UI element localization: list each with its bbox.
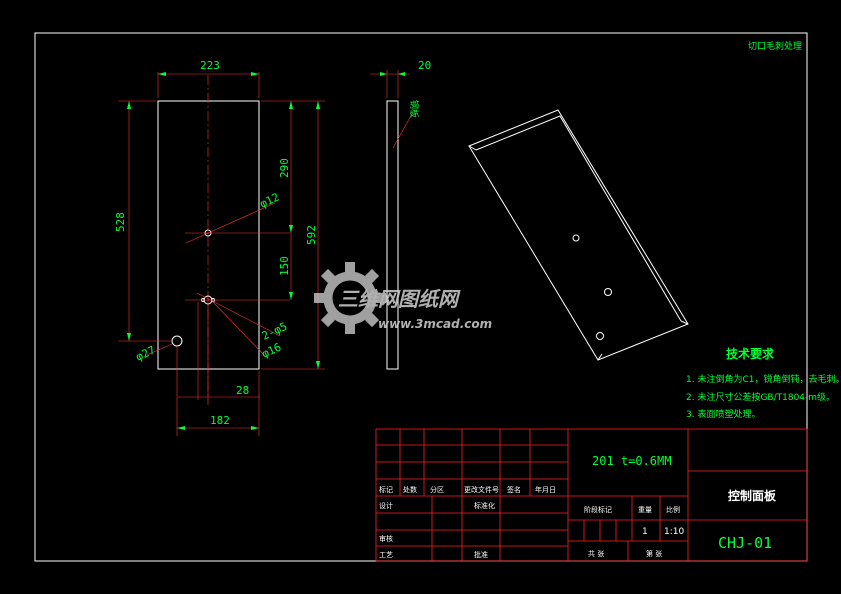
watermark-url: www.3mcad.com [378, 317, 492, 331]
tech-requirements: 技术要求 1. 未注倒角为C1，锐角倒钝，去毛刺。 2. 未注尺寸公差按GB/T… [686, 346, 841, 420]
dim-height-right: 592 [305, 225, 318, 245]
watermark-brand: 三维网图纸网 [338, 287, 461, 311]
watermark: 三维网图纸网 www.3mcad.com [314, 262, 492, 334]
dim-hole-top: φ12 [258, 191, 282, 211]
dim-side-thickness: 20 [418, 59, 431, 72]
dim-hole-left: φ27 [134, 344, 158, 364]
row-process: 工艺 [379, 551, 393, 559]
iso-hole-large [596, 332, 604, 340]
tech-item-3: 3. 表面喷塑处理。 [686, 408, 760, 420]
row-approve: 批准 [474, 550, 488, 559]
rev-header-zone: 分区 [430, 485, 444, 494]
dim-hole-center: φ16 [260, 341, 284, 361]
front-dim-arrows [127, 72, 320, 430]
row-design: 设计 [379, 501, 393, 510]
top-right-note: 切口毛刺处理 [748, 40, 802, 52]
title-material: 201 t=0.6MM [592, 454, 671, 468]
dim-height-left: 528 [114, 212, 127, 232]
title-block [375, 428, 808, 562]
quantity-value: 1 [642, 527, 648, 537]
dim-bottom-width: 182 [210, 414, 230, 427]
rev-header-date: 年月日 [535, 485, 556, 494]
dim-bottom-offset: 28 [236, 384, 249, 397]
dim-upper-segment: 290 [278, 158, 291, 178]
isometric-view [468, 109, 689, 361]
iso-hole-upper [572, 234, 580, 242]
scale-label: 比例 [666, 505, 680, 514]
rev-header-doc: 更改文件号 [464, 485, 499, 494]
tech-item-2: 2. 未注尺寸公差按GB/T1804-m级。 [686, 391, 835, 403]
tech-item-1: 1. 未注倒角为C1，锐角倒钝，去毛刺。 [686, 373, 841, 385]
sheets-total: 共 张 [588, 549, 604, 558]
scale-value: 1:10 [664, 527, 684, 537]
rev-header-sign: 签名 [507, 485, 521, 494]
front-dimensions [118, 72, 325, 436]
hole-large [171, 335, 183, 347]
row-review: 审核 [379, 534, 393, 543]
dim-hole-pair: 2-φ5 [260, 320, 290, 343]
gear-icon [323, 271, 377, 325]
title-drawing-no: CHJ-01 [718, 534, 772, 552]
stage-label: 阶段标记 [584, 505, 612, 514]
side-view [370, 70, 414, 370]
side-label: 钢板 [408, 100, 420, 118]
dim-mid-segment: 150 [278, 256, 291, 276]
gear-teeth [314, 262, 386, 334]
iso-hole-center [604, 288, 612, 296]
title-part-name: 控制面板 [728, 488, 777, 503]
tech-title: 技术要求 [726, 346, 775, 361]
weight-label: 重量 [638, 506, 652, 514]
row-standard: 标准化 [474, 501, 495, 510]
dim-top-width: 223 [200, 59, 220, 72]
front-outline [157, 100, 260, 370]
side-outline [386, 100, 399, 370]
rev-header-mark: 标记 [379, 485, 393, 494]
rev-header-count: 处数 [403, 485, 417, 494]
sheet-number: 第 张 [646, 549, 662, 558]
